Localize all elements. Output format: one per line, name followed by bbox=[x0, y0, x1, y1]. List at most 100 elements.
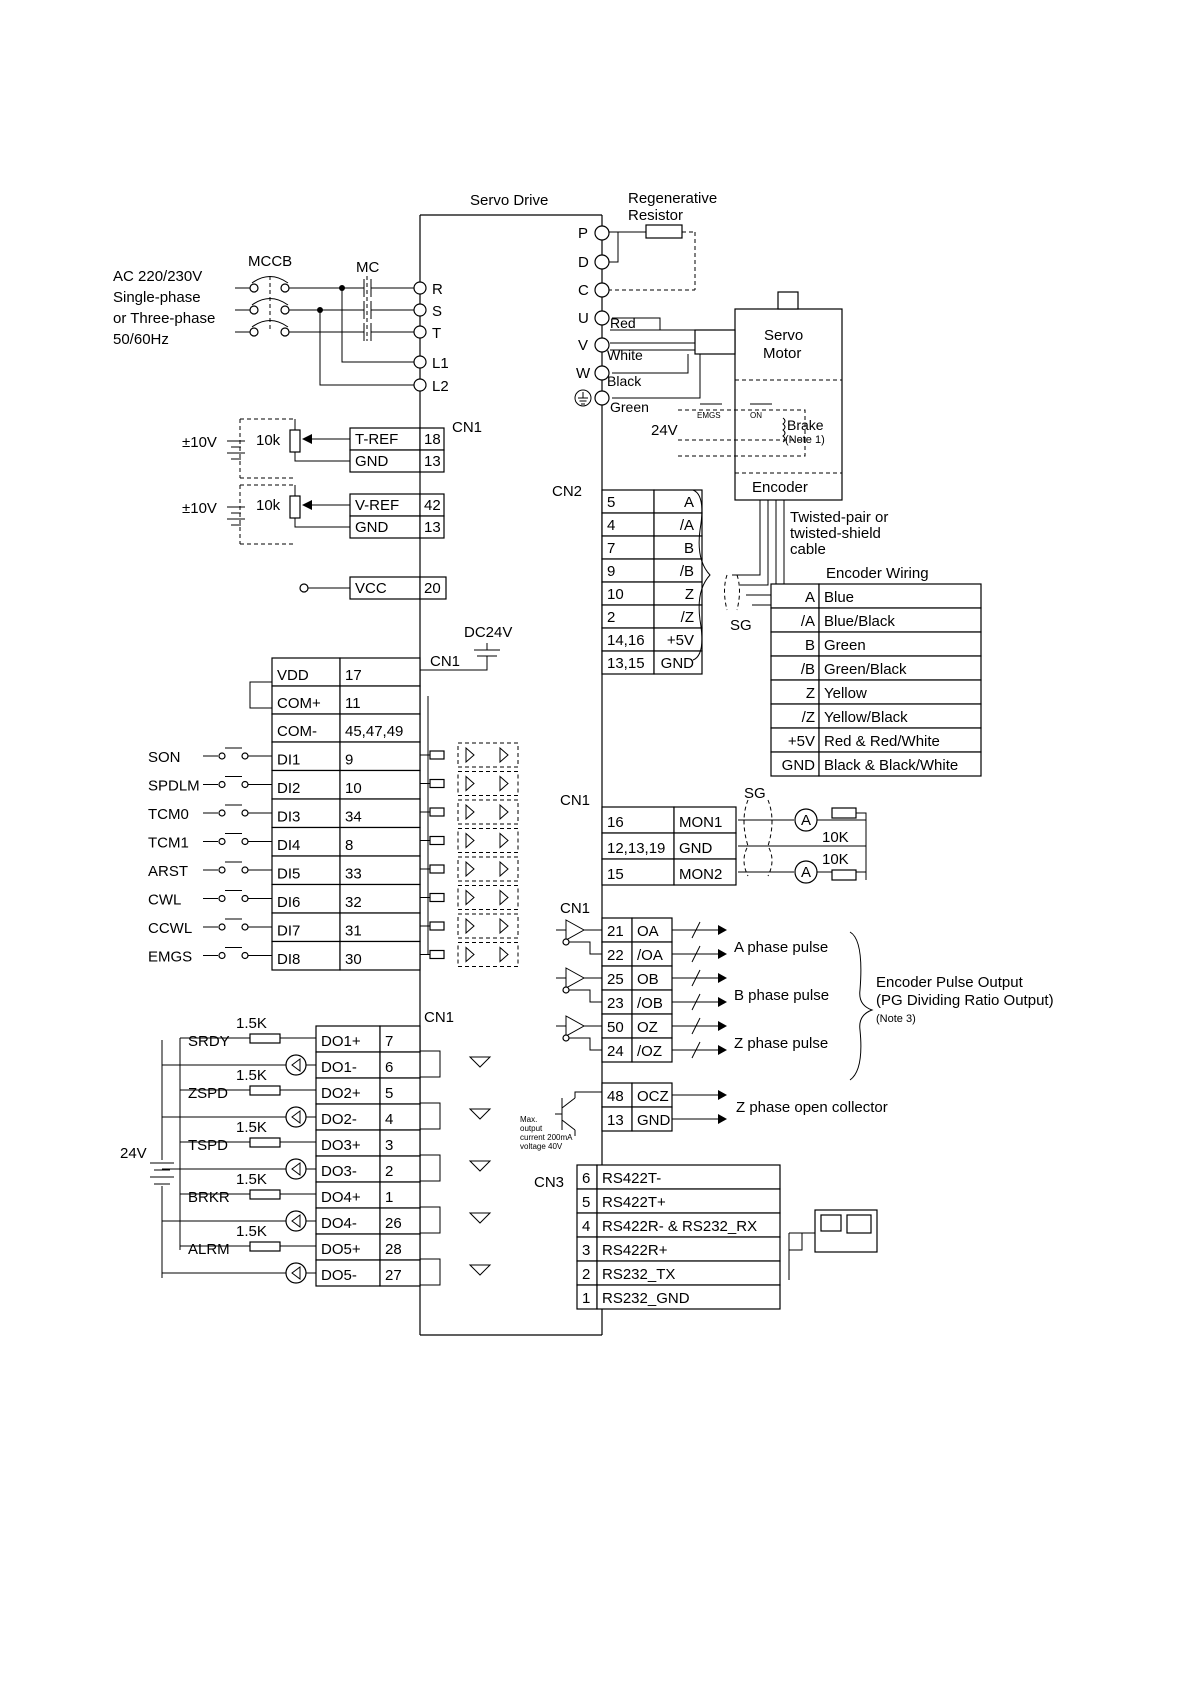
do-resistor-label: 1.5K bbox=[236, 1223, 267, 1240]
cn3-row-1-text: 5 bbox=[582, 1194, 590, 1211]
encoder-row-4-cell bbox=[770, 679, 820, 705]
ocz-row-0-cell bbox=[631, 1082, 673, 1108]
torque-source-label: ±10V bbox=[182, 434, 217, 451]
brake-note: (Note 1) bbox=[785, 434, 825, 446]
cn1-label-pulse: CN1 bbox=[560, 900, 590, 917]
encoder-row-3-cell bbox=[818, 655, 982, 681]
supply-label-3: or Three-phase bbox=[113, 310, 215, 327]
v-ref-gnd-pin: 13 bbox=[424, 519, 441, 536]
encoder-row-2-cell bbox=[770, 631, 820, 657]
di-row-5-cell bbox=[339, 883, 421, 914]
encoder-signal: A bbox=[805, 589, 815, 606]
do-row-5-text: DO3- bbox=[321, 1163, 357, 1180]
di-row-7-cell bbox=[339, 940, 421, 971]
torque-pot-label: 10k bbox=[256, 432, 281, 449]
mccb-breaker bbox=[235, 276, 290, 337]
do-row-6-cell bbox=[379, 1181, 421, 1209]
cn2-signal: Z bbox=[685, 586, 694, 603]
pot-mon1-label: 10K bbox=[822, 829, 849, 846]
do-row-0-text: DO1+ bbox=[321, 1033, 361, 1050]
di-row-7-text: 30 bbox=[345, 951, 362, 968]
power-pin-0-text: 17 bbox=[345, 667, 362, 684]
ocz-row-0-cell bbox=[601, 1082, 633, 1108]
cn3-row-1-text: RS422T+ bbox=[602, 1194, 666, 1211]
encoder-row-1-text: Blue/Black bbox=[824, 613, 895, 630]
monitor-row-2-text: MON2 bbox=[679, 866, 722, 883]
ocz-row-0-text: 48 bbox=[607, 1088, 624, 1105]
terminal-t: T bbox=[432, 325, 441, 342]
motor-label-1: Servo bbox=[764, 327, 803, 344]
cn2-signal: B bbox=[684, 540, 694, 557]
cn3-row-0-text: 6 bbox=[582, 1170, 590, 1187]
di-signal-cwl: CWL bbox=[148, 892, 181, 909]
do-signal-zspd: ZSPD bbox=[188, 1085, 228, 1102]
terminal-w: W bbox=[576, 365, 591, 382]
do-row-3-text: 4 bbox=[385, 1111, 393, 1128]
ocz-row-1-text: GND bbox=[637, 1112, 671, 1129]
di-row-5-text: 32 bbox=[345, 894, 362, 911]
di-row-0-text: DI1 bbox=[277, 752, 300, 769]
t-ref-gnd-pin: 13 bbox=[424, 453, 441, 470]
di-row-6-text: 31 bbox=[345, 923, 362, 940]
supply-label-1: AC 220/230V bbox=[113, 268, 202, 285]
encoder-output-label-2: (PG Dividing Ratio Output) bbox=[876, 992, 1054, 1009]
regen-label-1: Regenerative bbox=[628, 190, 717, 207]
encoder-row-2-cell bbox=[818, 631, 982, 657]
encoder-cable bbox=[692, 489, 785, 661]
max-note-2: output bbox=[520, 1124, 543, 1133]
cn1-label-analog: CN1 bbox=[452, 419, 482, 436]
servo-motor bbox=[610, 291, 843, 501]
encoder-signal: /A bbox=[801, 613, 815, 630]
pulse-row-1-text: /OA bbox=[637, 947, 663, 964]
pulse-label-z: Z phase pulse bbox=[734, 1035, 828, 1052]
di-row-2-text: 34 bbox=[345, 809, 362, 826]
diagram-title: Servo Drive bbox=[470, 192, 548, 209]
cn3-row-2-text: RS422R- & RS232_RX bbox=[602, 1218, 757, 1235]
cn2-row-6-text: 14,16 bbox=[607, 632, 645, 649]
cn2-row-7-cell bbox=[653, 650, 703, 675]
do-row-4-cell bbox=[315, 1129, 381, 1157]
di-signal-son: SON bbox=[148, 749, 181, 766]
encoder-row-5-cell bbox=[770, 703, 820, 729]
wire-green: Green bbox=[610, 399, 649, 415]
cn3-row-3-text: RS422R+ bbox=[602, 1242, 668, 1259]
encoder-output-label-1: Encoder Pulse Output bbox=[876, 974, 1024, 991]
cn2-row-4-cell bbox=[653, 581, 703, 606]
do-row-3-text: DO2- bbox=[321, 1111, 357, 1128]
max-note-3: current 200mA bbox=[520, 1133, 573, 1142]
terminal-l1: L1 bbox=[432, 355, 449, 372]
power-pin-2-text: 45,47,49 bbox=[345, 723, 403, 740]
ocz-row-1-cell bbox=[631, 1106, 673, 1132]
monitor-row-2-text: 15 bbox=[607, 866, 624, 883]
wire-white: White bbox=[607, 347, 643, 363]
do-row-1-cell bbox=[379, 1051, 421, 1079]
regen-resistor bbox=[608, 224, 696, 291]
pulse-label-a: A phase pulse bbox=[734, 939, 828, 956]
cn2-row-2-cell bbox=[653, 535, 703, 560]
dc24v-supply bbox=[420, 643, 500, 671]
do-row-2-text: 5 bbox=[385, 1085, 393, 1102]
ocz-label: Z phase open collector bbox=[736, 1099, 888, 1116]
encoder-row-4-text: Yellow bbox=[824, 685, 867, 702]
max-note-4: voltage 40V bbox=[520, 1142, 563, 1151]
power-pin-1-text: COM+ bbox=[277, 695, 321, 712]
cn3-row-5-text: RS232_GND bbox=[602, 1290, 690, 1307]
do-row-9-cell bbox=[379, 1259, 421, 1287]
encoder-signal: +5V bbox=[788, 733, 815, 750]
cn3-label: CN3 bbox=[534, 1174, 564, 1191]
do-row-8-text: DO5+ bbox=[321, 1241, 361, 1258]
pot-mon2-label: 10K bbox=[822, 851, 849, 868]
do-row-7-cell bbox=[315, 1207, 381, 1235]
do-row-2-cell bbox=[379, 1077, 421, 1105]
wire-red: Red bbox=[610, 315, 636, 331]
analog-input-torque bbox=[227, 418, 445, 479]
monitor-row-0-cell bbox=[673, 806, 737, 834]
t-ref-pin: 18 bbox=[424, 431, 441, 448]
pulse-row-3-text: /OB bbox=[637, 995, 663, 1012]
di-row-3-text: DI4 bbox=[277, 837, 300, 854]
